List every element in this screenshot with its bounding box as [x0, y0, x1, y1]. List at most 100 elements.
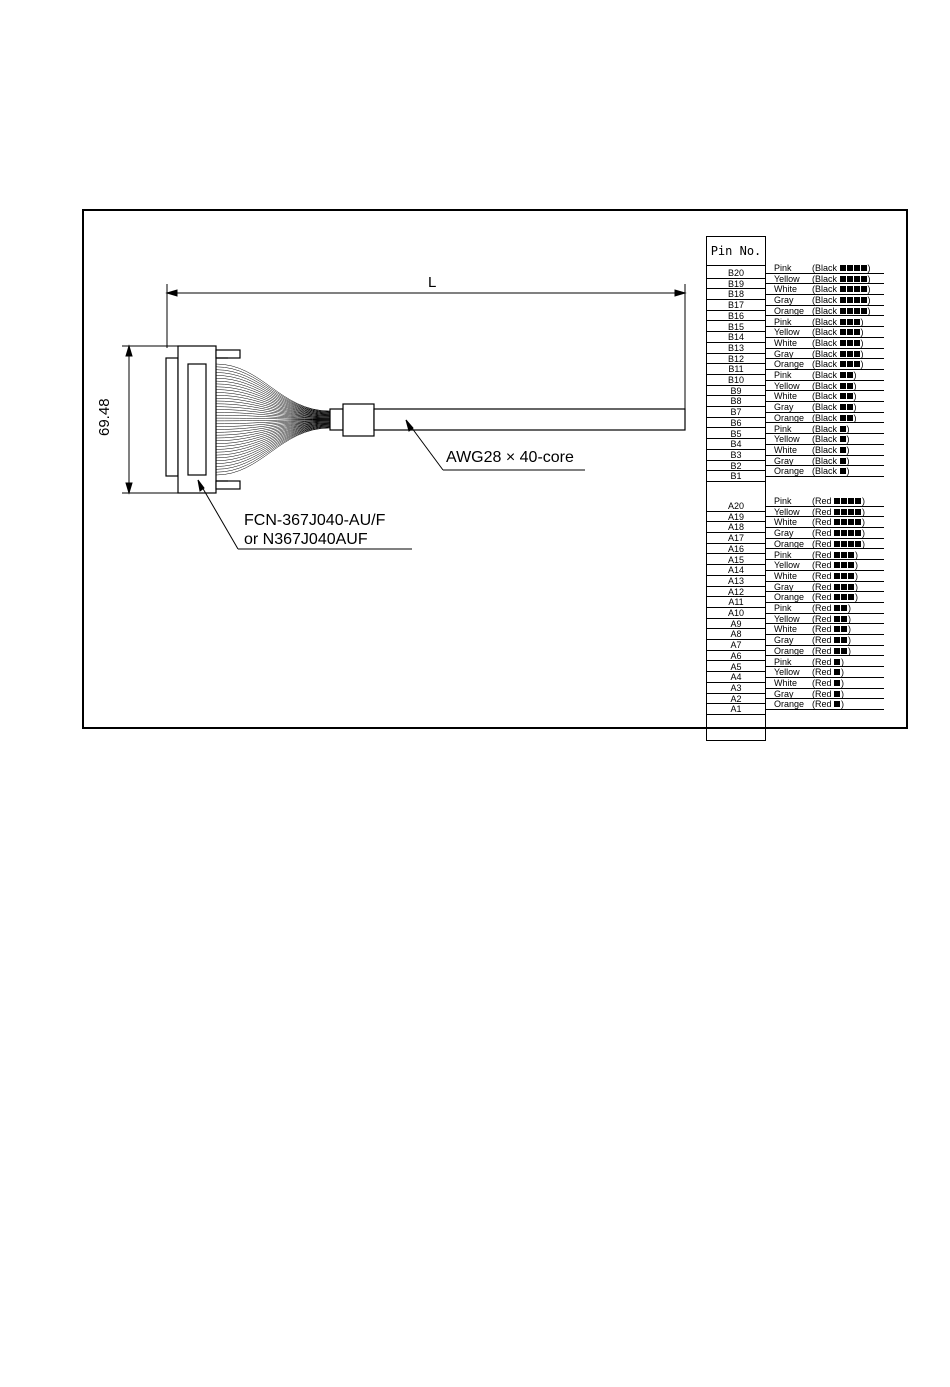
wire-line [215, 363, 331, 412]
pin-cell: A7 [706, 640, 766, 651]
wire-mark-label: (Red [812, 528, 832, 539]
wire-line [215, 427, 331, 473]
wire-color: Gray [774, 688, 794, 699]
mark-square-icon [839, 425, 846, 432]
mark-square-icon [841, 498, 848, 504]
wire-row: Yellow(Red ) [766, 560, 884, 571]
wire-line [215, 427, 331, 476]
wire-color: Gray [774, 528, 794, 539]
wire-line [215, 424, 331, 456]
pin-cell: A13 [706, 576, 766, 587]
mark-square-icon [848, 572, 855, 579]
pin-cell: B20 [706, 268, 766, 279]
pin-cell: A1 [706, 704, 766, 715]
wire-color: Gray [774, 348, 794, 359]
mark-square-icon [860, 297, 867, 304]
mark-square-icon [834, 562, 841, 569]
wire-row: Orange(Red ) [766, 646, 884, 657]
wire-line [215, 375, 331, 413]
mark-square-icon [834, 669, 841, 676]
pin-cell: A15 [706, 555, 766, 566]
wire-mark-label: (Red [812, 581, 832, 592]
wire-mark-label: (Black [812, 455, 838, 466]
pin-cell: B4 [706, 439, 766, 450]
wire-row: Gray(Black ) [766, 456, 884, 467]
connector-label-line2: or N367J040AUF [244, 531, 368, 548]
pin-cell: A14 [706, 565, 766, 576]
wire-mark-label: (Black [812, 359, 838, 370]
wire-mark-label: (Red [812, 635, 832, 646]
pin-cell: A18 [706, 522, 766, 534]
mark-square-icon [839, 361, 846, 368]
mark-square-icon [853, 286, 860, 293]
mark-square-icon [846, 318, 853, 325]
wire-mark-label: (Black [812, 273, 838, 284]
wire-line [215, 419, 331, 422]
wire-mark-label: (Red [812, 496, 832, 506]
wire-mark-label: (Black [812, 305, 838, 316]
wire-row: Gray(Red ) [766, 528, 884, 539]
wire-color: Orange [774, 412, 805, 423]
mark-square-icon [839, 468, 846, 475]
mark-square-icon [848, 519, 855, 526]
wire-mark-label: (Red [812, 624, 832, 635]
pin-cell: A8 [706, 629, 766, 641]
wire-row: Gray(Red ) [766, 582, 884, 593]
mark-square-icon [855, 519, 862, 526]
pin-cell: B9 [706, 386, 766, 397]
wire-row: Pink(Black ) [766, 370, 884, 381]
mark-square-icon [853, 361, 860, 368]
wire-row: Pink(Red ) [766, 496, 884, 507]
wire-line [215, 386, 331, 415]
wire-row: Orange(Black ) [766, 466, 884, 477]
pin-cell: B17 [706, 300, 766, 311]
wire-line [215, 400, 331, 417]
wire-mark-label: (Red [812, 560, 832, 571]
pin-cell: A6 [706, 651, 766, 662]
pin-table-header: Pin No. [706, 236, 766, 266]
pin-cell: A19 [706, 512, 766, 523]
mark-square-icon [834, 679, 841, 686]
wire-row: White(Black ) [766, 284, 884, 296]
pin-cell: B2 [706, 461, 766, 472]
mark-square-icon [848, 530, 855, 537]
wire-line [215, 395, 331, 417]
wire-row: Yellow(Black ) [766, 274, 884, 285]
diagram-frame [82, 209, 908, 729]
mark-square-icon [839, 265, 846, 271]
wire-mark-label: (Red [812, 613, 832, 624]
wire-mark-label: (Red [812, 506, 832, 517]
mark-square-icon [834, 690, 841, 697]
wire-line [215, 372, 331, 413]
wire-mark-label: (Black [812, 337, 838, 348]
pin-cell: B16 [706, 311, 766, 322]
wire-mark-label: (Black [812, 284, 838, 295]
mark-square-icon [846, 286, 853, 293]
wire-mark-label: (Black [812, 327, 838, 338]
wire-mark-label: (Red [812, 699, 832, 710]
wire-color: Orange [774, 592, 805, 603]
mark-square-icon [853, 318, 860, 325]
mark-square-icon [846, 297, 853, 304]
wire-line [215, 423, 331, 447]
wire-line [215, 412, 331, 419]
wire-color: Pink [774, 370, 792, 380]
wire-color: Pink [774, 656, 792, 667]
mark-square-icon [841, 530, 848, 537]
wire-row: White(Red ) [766, 678, 884, 689]
pin-cell: B12 [706, 354, 766, 365]
pin-cell: B19 [706, 279, 766, 290]
wire-row: Pink(Red ) [766, 603, 884, 614]
wire-line [215, 406, 331, 418]
wire-color: White [774, 391, 798, 402]
mark-square-icon [839, 414, 846, 421]
wire-row: Gray(Red ) [766, 635, 884, 646]
wire-row: White(Black ) [766, 391, 884, 403]
pin-cell: B11 [706, 364, 766, 375]
wire-color: Yellow [774, 506, 800, 517]
wire-mark-label: (Red [812, 603, 832, 613]
mark-square-icon [846, 414, 853, 421]
wire-line [215, 421, 331, 433]
wire-mark-label: (Red [812, 549, 832, 560]
